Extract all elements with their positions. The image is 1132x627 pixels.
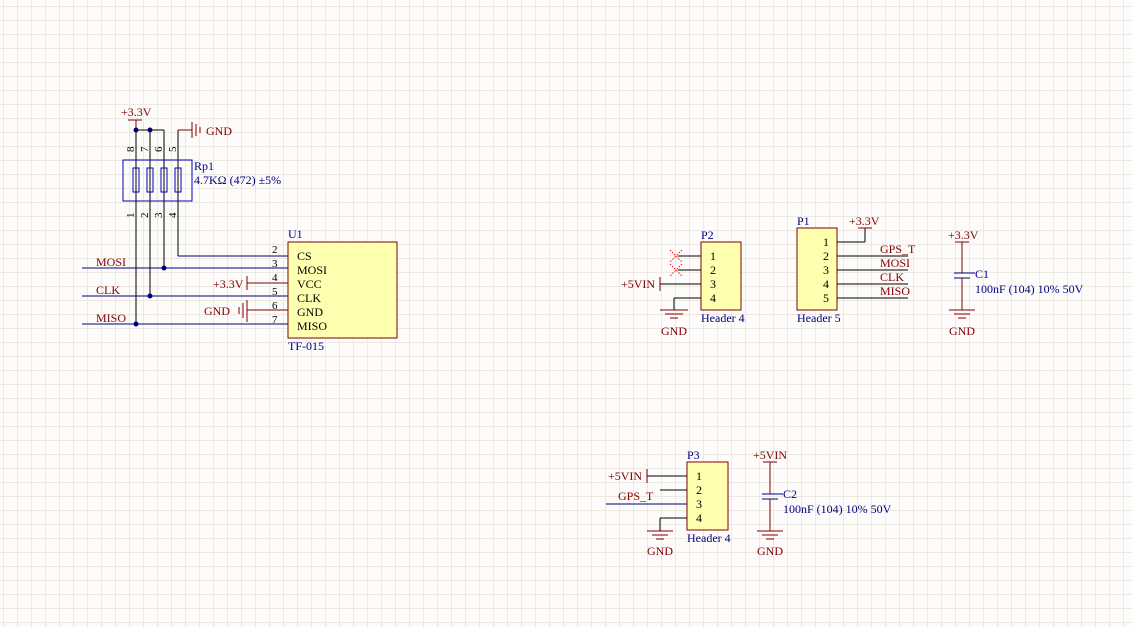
svg-text:3: 3 bbox=[823, 263, 829, 277]
rp1-pin-8: 8 bbox=[125, 146, 137, 152]
junction bbox=[147, 293, 153, 299]
p2-body bbox=[700, 241, 742, 311]
p1-body bbox=[796, 227, 838, 311]
c2-designator: C2 bbox=[783, 487, 797, 501]
p3-component[interactable]: +5VIN GPS_T GND P3 Header 4 1 2 3 4 bbox=[606, 448, 731, 558]
svg-text:CS: CS bbox=[297, 249, 312, 263]
rp1-power-port: +3.3V bbox=[121, 105, 152, 130]
svg-text:2: 2 bbox=[696, 483, 702, 497]
c2-ground-label: GND bbox=[757, 544, 783, 558]
p2-power-port: +5VIN bbox=[621, 277, 661, 291]
svg-text:2: 2 bbox=[710, 263, 716, 277]
svg-text:5: 5 bbox=[823, 291, 829, 305]
u1-body bbox=[287, 241, 398, 339]
net-label-miso: MISO bbox=[96, 311, 126, 325]
svg-text:3: 3 bbox=[710, 277, 716, 291]
p1-power-port: +3.3V bbox=[849, 214, 880, 229]
svg-text:3: 3 bbox=[696, 497, 702, 511]
c2-power-label: +5VIN bbox=[753, 448, 787, 462]
u1-ground-label: GND bbox=[204, 304, 230, 318]
u1-designator: U1 bbox=[288, 227, 303, 241]
net-label-clk: CLK bbox=[96, 283, 120, 297]
rp1-pin-7: 7 bbox=[139, 146, 151, 152]
p3-designator: P3 bbox=[687, 448, 700, 462]
svg-text:MOSI: MOSI bbox=[297, 263, 327, 277]
c1-ground-port: GND bbox=[949, 309, 975, 338]
svg-text:1: 1 bbox=[696, 469, 702, 483]
rp1-designator: Rp1 bbox=[194, 159, 214, 173]
svg-text:7: 7 bbox=[272, 314, 278, 326]
junction bbox=[133, 321, 139, 327]
p3-body bbox=[686, 461, 729, 531]
svg-text:VCC: VCC bbox=[297, 277, 322, 291]
p2-comment: Header 4 bbox=[701, 311, 745, 325]
rp1-pin-3: 3 bbox=[153, 212, 165, 218]
c1-capacitor[interactable]: +3.3V GND C1 100nF (104) 10% 50V bbox=[948, 228, 1084, 338]
c1-designator: C1 bbox=[975, 267, 989, 281]
p3-comment: Header 4 bbox=[687, 531, 731, 545]
rp1-pin-5: 5 bbox=[167, 146, 179, 152]
rp1-power-label: +3.3V bbox=[121, 105, 152, 119]
rp1-value: 4.7KΩ (472) ±5% bbox=[194, 173, 281, 187]
u1-pin-labels: 2 3 4 5 6 7 CS MOSI VCC CLK GND MISO bbox=[272, 244, 327, 333]
c2-value: 100nF (104) 10% 50V bbox=[783, 502, 892, 516]
svg-text:6: 6 bbox=[272, 300, 278, 312]
p1-net-mosi: MOSI bbox=[880, 256, 910, 270]
svg-text:1: 1 bbox=[710, 249, 716, 263]
rp1-ground-label: GND bbox=[206, 124, 232, 138]
p1-comment: Header 5 bbox=[797, 311, 841, 325]
c2-power-port: +5VIN bbox=[753, 448, 787, 463]
svg-text:GND: GND bbox=[297, 305, 323, 319]
p2-component[interactable]: +5VIN GND P2 Header 4 1 2 3 4 bbox=[621, 228, 745, 338]
p3-ground-port: GND bbox=[647, 530, 673, 558]
left-net-wires: MOSI CLK MISO bbox=[82, 255, 288, 327]
svg-text:2: 2 bbox=[823, 249, 829, 263]
svg-text:1: 1 bbox=[823, 235, 829, 249]
u1-component[interactable]: +3.3V GND U1 TF-015 2 3 4 5 6 7 CS MOSI … bbox=[204, 227, 398, 353]
rp1-pin-1: 1 bbox=[125, 213, 137, 219]
rp1-pin-2: 2 bbox=[139, 213, 151, 219]
svg-text:CLK: CLK bbox=[297, 291, 321, 305]
rp1-body bbox=[122, 159, 193, 202]
c1-ground-label: GND bbox=[949, 324, 975, 338]
c2-ground-port: GND bbox=[757, 530, 783, 558]
u1-comment: TF-015 bbox=[288, 339, 324, 353]
rp1-pin-4: 4 bbox=[167, 212, 179, 218]
no-connect-marks bbox=[669, 249, 683, 277]
c1-power-port: +3.3V bbox=[948, 228, 979, 243]
u1-ground-port: GND bbox=[204, 300, 288, 322]
junction bbox=[161, 265, 167, 271]
c1-value: 100nF (104) 10% 50V bbox=[975, 282, 1084, 296]
p2-power-label: +5VIN bbox=[621, 277, 655, 291]
svg-text:MISO: MISO bbox=[297, 319, 327, 333]
svg-text:4: 4 bbox=[696, 511, 702, 525]
c2-capacitor[interactable]: +5VIN GND C2 100nF (104) 10% 50V bbox=[753, 448, 892, 558]
p1-power-label: +3.3V bbox=[849, 214, 880, 228]
net-label-mosi: MOSI bbox=[96, 255, 126, 269]
svg-text:4: 4 bbox=[272, 272, 278, 284]
p3-ground-label: GND bbox=[647, 544, 673, 558]
p2-ground-label: GND bbox=[661, 324, 687, 338]
p1-net-clk: CLK bbox=[880, 270, 904, 284]
svg-text:4: 4 bbox=[823, 277, 829, 291]
p3-power-port: +5VIN bbox=[608, 469, 648, 483]
rp1-resistor-network[interactable]: +3.3V GND 8 7 6 5 1 2 3 4 bbox=[121, 105, 281, 324]
u1-power-port: +3.3V bbox=[213, 276, 288, 291]
svg-text:3: 3 bbox=[272, 258, 278, 270]
svg-text:5: 5 bbox=[272, 286, 278, 298]
p3-power-label: +5VIN bbox=[608, 469, 642, 483]
p1-component[interactable]: +3.3V GPS_T MOSI CLK MISO P1 Header 5 1 … bbox=[796, 214, 916, 325]
p1-net-miso: MISO bbox=[880, 284, 910, 298]
u1-power-label: +3.3V bbox=[213, 277, 244, 291]
svg-text:4: 4 bbox=[710, 291, 716, 305]
p1-net-gps-t: GPS_T bbox=[880, 242, 916, 256]
p2-designator: P2 bbox=[701, 228, 714, 242]
svg-text:2: 2 bbox=[272, 244, 278, 256]
rp1-ground-port: GND bbox=[177, 122, 232, 160]
p2-ground-port: GND bbox=[660, 309, 688, 338]
c1-power-label: +3.3V bbox=[948, 228, 979, 242]
rp1-pin-6: 6 bbox=[153, 146, 165, 152]
p1-designator: P1 bbox=[797, 214, 810, 228]
p3-net-gps-t: GPS_T bbox=[618, 489, 654, 503]
